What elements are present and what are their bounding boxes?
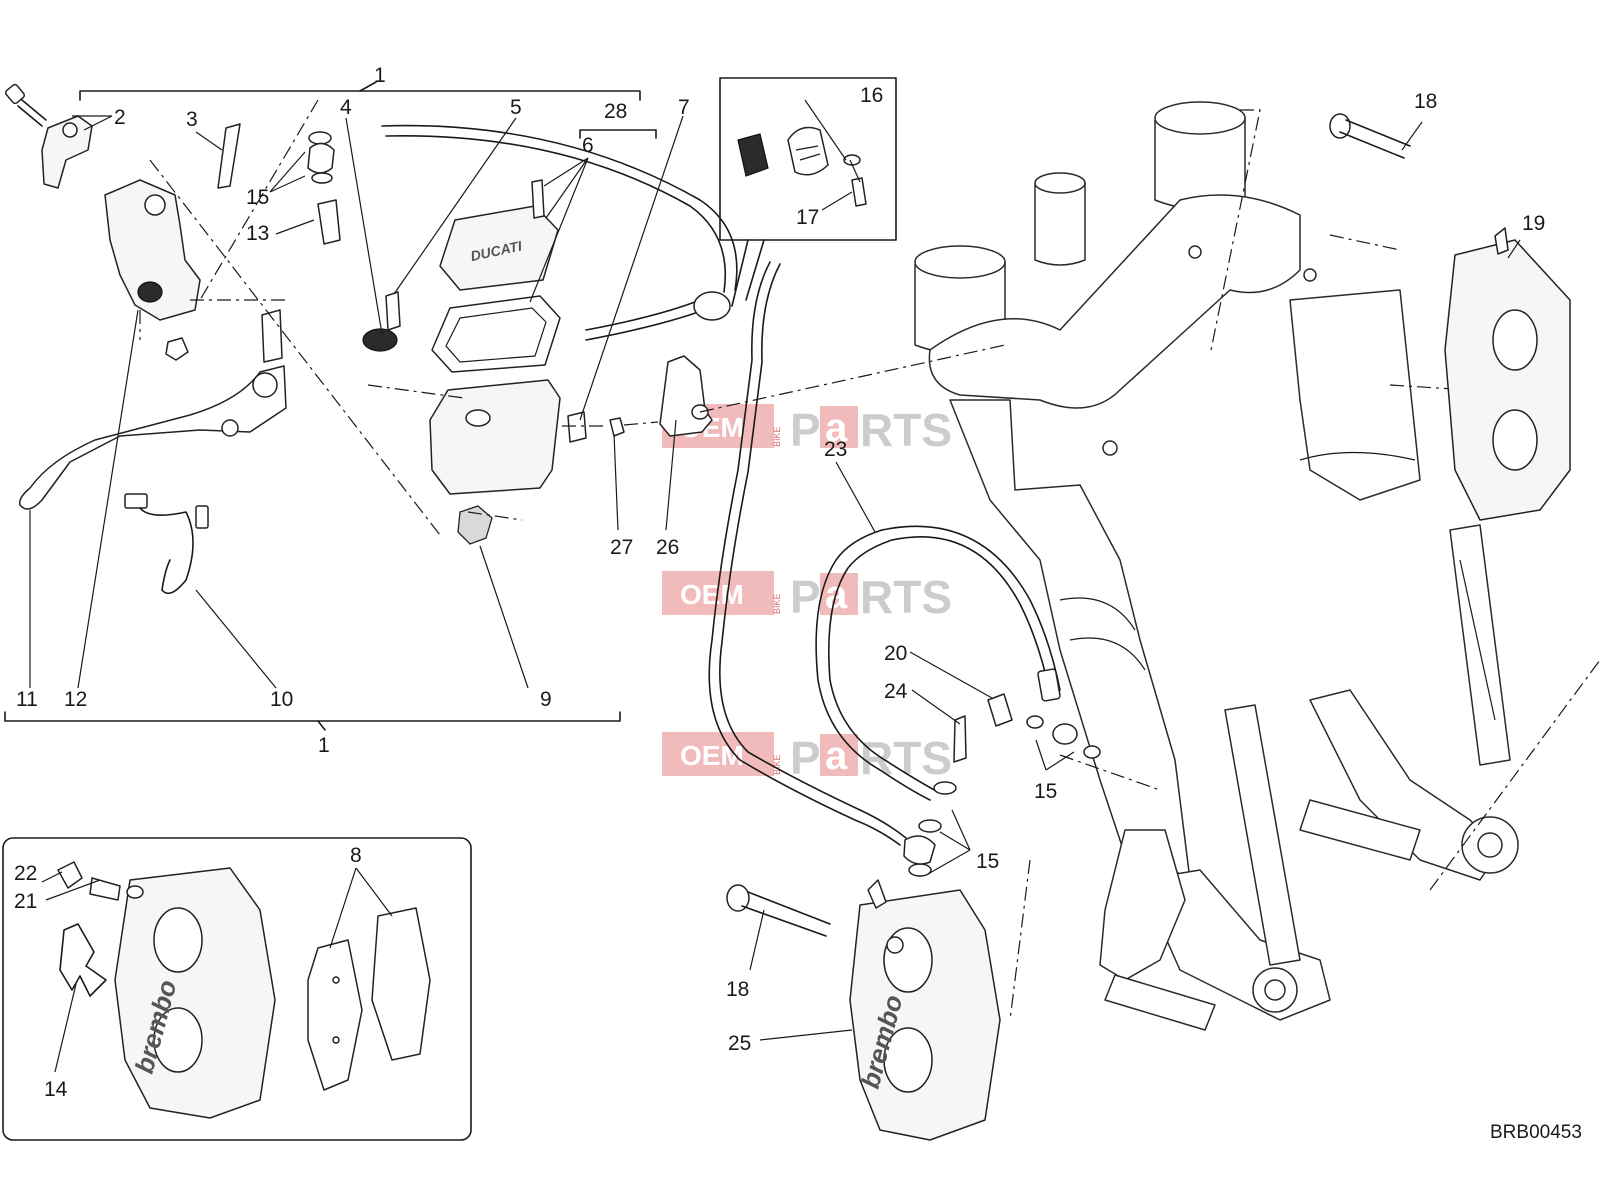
inset-pointer [731,239,765,307]
bleed-valve [57,861,121,901]
callout-7: 7 [678,96,690,119]
reservoir-hose [381,124,738,293]
callout-11: 11 [16,688,38,711]
callout-22: 22 [14,862,37,885]
assembly-guide-lines-right [1009,109,1600,1021]
master-cylinder-group: DUCATI [4,83,738,595]
callout-10: 10 [270,688,293,711]
assembly-guide-lines-left [139,99,1006,536]
callout-6: 6 [582,134,594,157]
svg-text:BIKE: BIKE [772,426,782,447]
callout-16: 16 [860,84,883,107]
callout-27: 27 [610,536,633,559]
callout-4: 4 [340,96,352,119]
callout-17: 17 [796,206,819,229]
rear-bolt [1329,113,1411,159]
watermark-2: OEM BIKE P a RTS [662,571,952,623]
brake-fluid-reservoir [429,379,561,495]
front-fork-assembly [914,101,1519,1031]
svg-text:RTS: RTS [860,404,952,456]
pad-retaining-spring [59,923,107,997]
callout-12: 12 [64,688,87,711]
svg-text:P: P [790,571,821,623]
svg-text:P: P [790,732,821,784]
assembly-bracket-bottom [4,711,621,731]
svg-text:OEM: OEM [680,740,744,771]
svg-text:OEM: OEM [680,579,744,610]
callout-25: 25 [728,1032,751,1055]
svg-text:RTS: RTS [860,732,952,784]
leader-lines [29,115,1521,1073]
svg-text:a: a [825,734,848,778]
rubber-grommet [362,328,398,352]
caliper-detail: brembo [114,867,276,1119]
watermark-3: OEM BIKE P a RTS [662,732,952,784]
brake-light-switch [124,493,209,595]
clamp-bolt [4,83,47,127]
svg-text:RTS: RTS [860,571,952,623]
svg-text:a: a [825,406,848,450]
callout-15-a: 15 [246,186,269,209]
brake-pads [307,907,431,1091]
svg-text:BIKE: BIKE [772,754,782,775]
handlebar-clamp [41,115,93,189]
brake-lever [18,365,287,510]
inset-box-cable-clip [719,77,897,241]
callout-20: 20 [884,642,907,665]
master-cylinder-body [104,179,201,321]
callout-19: 19 [1522,212,1545,235]
brake-caliper-front: brembo [849,879,1001,1141]
callout-26: 26 [656,536,679,559]
callout-18-a: 18 [1414,90,1437,113]
callout-23: 23 [824,438,847,461]
callout-14: 14 [44,1078,68,1101]
caliper-mounting-bolt [726,884,831,937]
brake-hoses [708,261,1101,877]
banjo-bolt [317,199,341,245]
svg-text:P: P [790,404,821,456]
assembly-bracket-top [79,81,641,101]
cable-clip-detail [737,99,867,207]
watermark-1: OEM BIKE P a RTS [662,404,952,456]
callout-18-b: 18 [726,978,749,1001]
pushrod [217,123,241,189]
hose-bracket [659,355,713,437]
callout-24: 24 [884,680,908,703]
hose-grommet [457,505,493,545]
callout-1-bottom: 1 [318,734,330,757]
callout-15-c: 15 [976,850,999,873]
callout-labels: 1 1 2 3 4 5 6 7 8 9 10 11 12 13 14 15 15… [14,64,1545,1101]
callout-2: 2 [114,106,126,129]
brake-caliper-rear [1444,227,1571,521]
svg-text:BIKE: BIKE [772,593,782,614]
drawing-code: BRB00453 [1490,1122,1582,1143]
callout-28: 28 [604,100,627,123]
callout-9: 9 [540,688,552,711]
bracket-28 [579,129,657,139]
callout-5: 5 [510,96,522,119]
callout-1-top: 1 [374,64,386,87]
callout-3: 3 [186,108,198,131]
callout-15-b: 15 [1034,780,1057,803]
callout-8: 8 [350,844,362,867]
callout-13: 13 [246,222,269,245]
inset-box-caliper-detail [2,837,472,1141]
callout-21: 21 [14,890,37,913]
